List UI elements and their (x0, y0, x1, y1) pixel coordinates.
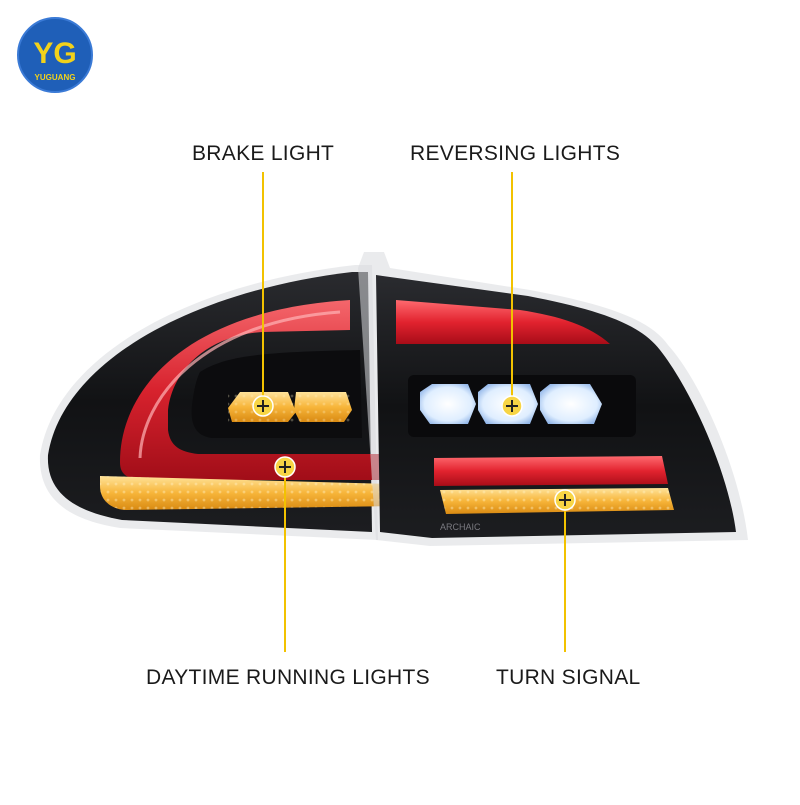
callout-markers (252, 395, 576, 511)
logo-brand: YUGUANG (35, 73, 76, 82)
marker-reverse (501, 395, 523, 417)
brake-light-label: BRAKE LIGHT (192, 142, 335, 165)
lamp-marking: ARCHAIC (440, 522, 481, 532)
brand-logo: YG YUGUANG (17, 17, 93, 93)
right-lamp: ARCHAIC (358, 252, 748, 546)
daytime-running-lights-label: DAYTIME RUNNING LIGHTS (146, 666, 430, 689)
marker-brake (252, 395, 274, 417)
marker-turn (554, 489, 576, 511)
turn-signal-label: TURN SIGNAL (496, 666, 641, 689)
left-lamp (39, 265, 402, 540)
callout-lines (262, 172, 566, 652)
marker-drl (274, 456, 296, 478)
reversing-lights-label: REVERSING LIGHTS (410, 142, 621, 165)
logo-mark: YG (33, 37, 76, 70)
